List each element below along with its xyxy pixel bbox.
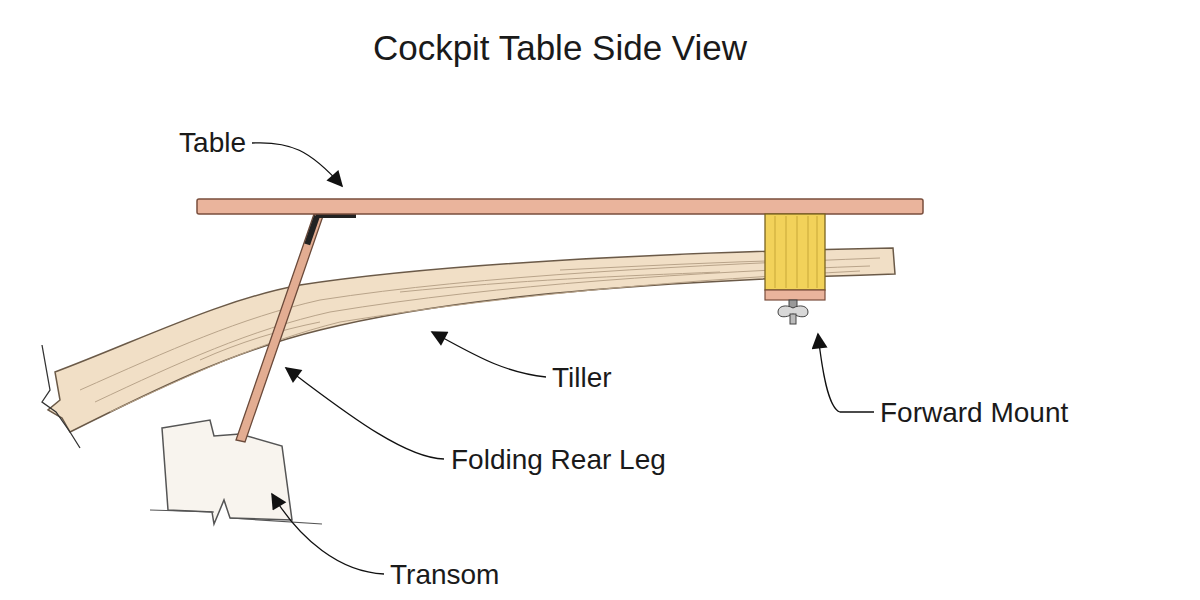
part-label: Tiller — [552, 362, 612, 394]
part-label: Forward Mount — [880, 397, 1068, 429]
part-label: Transom — [390, 559, 499, 591]
diagram-title: Cockpit Table Side View — [373, 28, 747, 68]
leader-lines — [252, 143, 874, 574]
forward-mount — [765, 214, 825, 324]
table-top — [197, 199, 923, 214]
part-label: Table — [179, 127, 246, 159]
part-label: Folding Rear Leg — [451, 444, 666, 476]
folding-rear-leg — [236, 213, 356, 442]
transom-shape — [150, 420, 322, 524]
